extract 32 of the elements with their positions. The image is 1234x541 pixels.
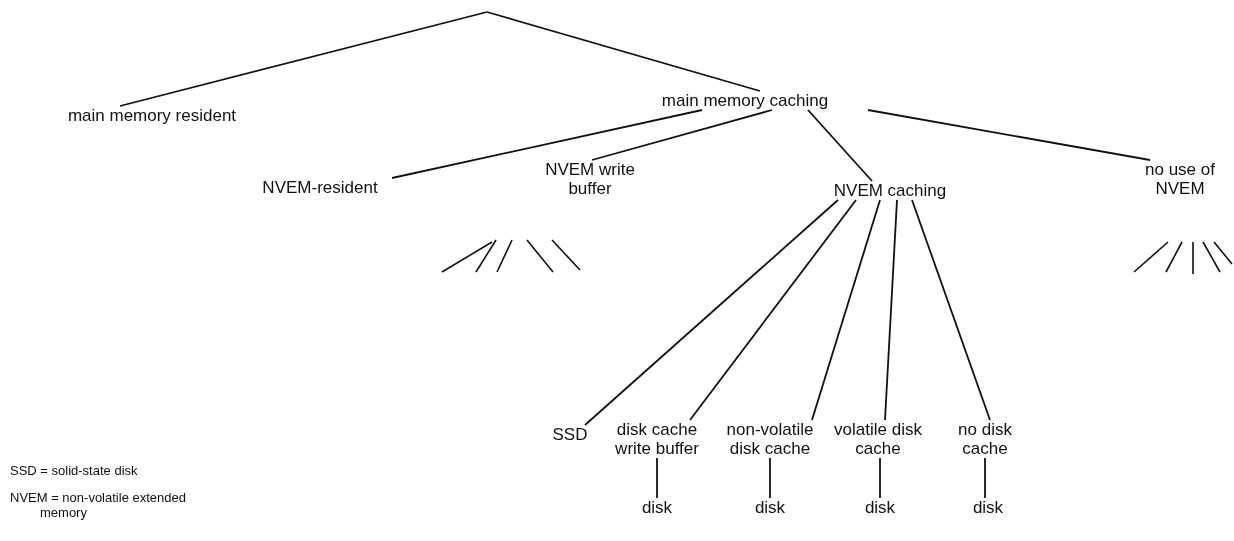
tree-branch-line [689,199,857,421]
tree-branch-line [486,11,761,92]
tree-branch-line [807,109,873,182]
category-label: disk [963,498,1013,517]
category-label: no disk cache [935,420,1035,458]
category-label: no use of NVEM [1125,160,1234,198]
category-label: main memory resident [22,106,282,125]
category-label: disk [632,498,682,517]
category-label: disk [745,498,795,517]
abbreviation-note: NVEM = non-volatile extended memory [10,490,187,520]
abbreviation-note: SSD = solid-state disk [10,463,139,478]
category-label: main memory caching [610,91,880,110]
tree-branch-line [867,109,1151,161]
tree-branch-line [391,109,703,179]
tree-branch-line [984,457,986,499]
category-label: NVEM caching [810,181,970,200]
tree-branch-line [769,457,771,499]
category-label: NVEM-resident [245,178,395,197]
category-label: NVEM write buffer [542,160,638,198]
tree-branch-line [911,199,991,421]
category-label: SSD [545,425,595,444]
tree-branch-line [584,199,839,426]
tree-branch-line [811,199,881,421]
category-label: volatile disk cache [832,420,924,458]
tree-branch-line [879,457,881,499]
tree-branch-line [656,457,658,499]
category-label: non-volatile disk cache [715,420,825,458]
category-label: disk cache write buffer [602,420,712,458]
category-label: disk [855,498,905,517]
tree-branch-line [884,199,898,421]
tree-branch-line [591,109,773,161]
tree-branch-line [119,11,488,107]
